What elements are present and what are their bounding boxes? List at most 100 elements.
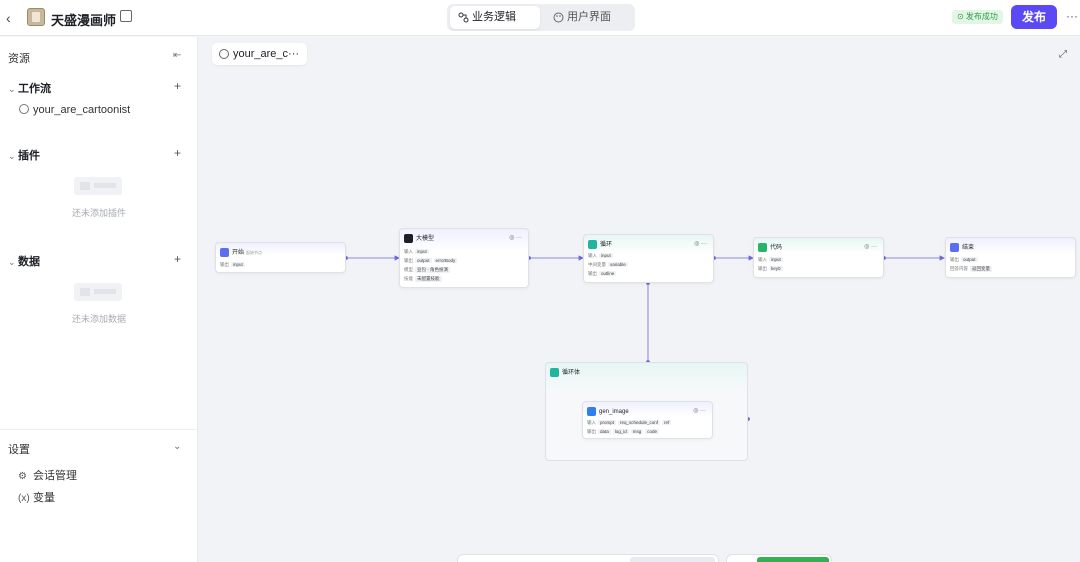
node-gen-header: gen_image	[587, 407, 629, 417]
section-plugins-label: 插件	[18, 150, 40, 162]
chevron-down-icon: ⌄	[8, 84, 16, 94]
empty-data-illustration	[74, 283, 122, 301]
settings-chevron-icon[interactable]: ⌄	[173, 441, 182, 452]
edge-arrow	[394, 255, 400, 261]
node-llm-actions-icon[interactable]: ◎ ···	[509, 235, 522, 241]
more-options-icon[interactable]: ···	[1066, 9, 1078, 23]
test-run-button[interactable]	[757, 557, 829, 562]
row-pill: output	[415, 258, 432, 263]
row-label: 输出	[220, 262, 229, 267]
palette-icon	[553, 12, 564, 23]
row-pill: variable	[608, 262, 628, 267]
session-label: 会话管理	[33, 470, 77, 482]
row-pill: data	[598, 429, 611, 434]
workflow-item-label: your_are_cartoonist	[33, 104, 131, 116]
chevron-down-icon: ⌄	[8, 151, 16, 161]
row-pill: input	[415, 249, 429, 254]
section-workflow[interactable]: ⌄工作流	[8, 80, 51, 96]
row-label: 输出	[758, 266, 767, 271]
canvas-toolbar[interactable]	[457, 554, 719, 562]
llm-icon	[404, 234, 413, 243]
add-node-button[interactable]	[630, 557, 715, 562]
plugin-icon	[587, 407, 596, 416]
node-code-title: 代码	[770, 245, 783, 251]
row-pill: 豆包 · 角色扮演	[415, 267, 450, 273]
start-icon	[220, 248, 229, 257]
edge-arrow	[939, 255, 945, 261]
row-pill: input	[231, 262, 245, 267]
row-pill: ref	[662, 420, 672, 425]
node-start-header: 开始起始节点	[220, 248, 262, 258]
node-end-title: 结束	[962, 245, 975, 251]
app-title: 天盛漫画师	[51, 13, 117, 28]
node-llm-row-model: 模型豆包 · 角色扮演	[404, 267, 450, 273]
row-label: 模型	[404, 267, 413, 272]
section-data[interactable]: ⌄数据	[8, 253, 40, 269]
code-icon	[758, 243, 767, 252]
tab-business-logic[interactable]: 业务逻辑	[450, 6, 540, 29]
settings-title: 设置	[8, 444, 30, 456]
sidebar-item-workflow[interactable]: your_are_cartoonist	[19, 104, 130, 116]
node-batch-actions-icon[interactable]: ◎ ···	[694, 241, 707, 247]
edges-layer	[344, 255, 945, 422]
node-batch-header: 循环	[588, 240, 612, 250]
expand-icon[interactable]: ⤢	[1059, 49, 1067, 60]
edge-arrow	[578, 255, 584, 261]
edit-icon[interactable]	[120, 10, 132, 22]
node-start-title: 开始	[232, 250, 245, 256]
chevron-down-icon: ⌄	[8, 257, 16, 267]
row-pill: 未配置技能	[415, 276, 442, 282]
workflow-tab[interactable]: your_are_c···	[212, 43, 307, 65]
tab-user-interface[interactable]: 用户界面	[545, 6, 633, 29]
workflow-icon	[19, 104, 29, 114]
publish-button[interactable]: 发布	[1011, 5, 1057, 29]
row-label: 输入	[404, 249, 413, 254]
row-label: 输入	[758, 257, 767, 262]
back-chevron-icon[interactable]: ‹	[6, 10, 11, 26]
settings-item-session[interactable]: ⚙会话管理	[18, 467, 77, 483]
add-plugin-button[interactable]: +	[174, 146, 182, 160]
node-gen-title: gen_image	[599, 409, 629, 415]
section-plugins[interactable]: ⌄插件	[8, 147, 40, 163]
settings-item-variables[interactable]: (x)变量	[18, 489, 55, 505]
run-toolbar[interactable]	[726, 554, 832, 562]
node-start-tag: 起始节点	[246, 250, 263, 255]
data-empty-text: 还未添加数据	[71, 314, 126, 324]
node-end-header: 结束	[950, 243, 974, 253]
collapse-sidebar-icon[interactable]: ⇤	[173, 50, 182, 61]
node-gen-actions-icon[interactable]: ◎ ···	[693, 408, 706, 414]
end-icon	[950, 243, 959, 252]
node-code-actions-icon[interactable]: ◎ ···	[864, 244, 877, 250]
row-pill: output	[961, 257, 978, 262]
node-code-header: 代码	[758, 243, 782, 253]
add-workflow-button[interactable]: +	[174, 79, 182, 93]
section-data-label: 数据	[18, 256, 40, 268]
row-pill: msg	[630, 429, 644, 434]
empty-plugin-illustration	[74, 177, 122, 195]
edge-arrow	[748, 255, 754, 261]
node-end-row-answer: 回答内容返回变量	[950, 266, 992, 272]
variable-icon: (x)	[18, 493, 30, 504]
node-llm-row-skill: 技能未配置技能	[404, 276, 442, 282]
row-label: 输出	[588, 271, 597, 276]
top-bar: ‹ 天盛漫画师 业务逻辑 用户界面 ⊙ 发布成功 发布 ···	[0, 0, 1080, 36]
variables-label: 变量	[33, 492, 55, 504]
workflow-canvas[interactable]: your_are_c··· ⤢ 开始起始节点	[199, 37, 1080, 562]
row-pill: outline	[599, 271, 617, 276]
row-label: 中间变量	[588, 262, 606, 267]
add-data-button[interactable]: +	[174, 252, 182, 266]
